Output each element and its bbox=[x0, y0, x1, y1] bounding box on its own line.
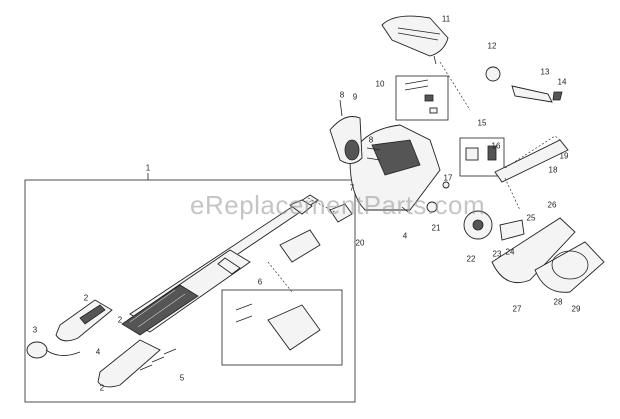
callout-14: 14 bbox=[557, 77, 567, 87]
handle-cover bbox=[97, 339, 161, 388]
motor-vents bbox=[371, 139, 421, 176]
callout-20: 20 bbox=[355, 238, 365, 248]
oil-tube bbox=[511, 85, 553, 103]
callout-19: 19 bbox=[559, 151, 569, 161]
watermark: eReplacementParts.com bbox=[190, 190, 486, 220]
callout-21: 21 bbox=[431, 223, 441, 233]
callout-22: 22 bbox=[466, 254, 476, 264]
callout-26: 26 bbox=[547, 200, 557, 210]
pole-end-cap bbox=[279, 229, 321, 263]
callout-27: 27 bbox=[512, 304, 522, 314]
inset-end-cap bbox=[267, 304, 321, 351]
callout-1: 1 bbox=[145, 163, 151, 173]
guide-bar bbox=[494, 139, 569, 183]
pole-collar bbox=[217, 257, 241, 275]
callout-8-motor: 8 bbox=[368, 135, 374, 145]
callout-9: 9 bbox=[352, 92, 358, 102]
callout-15: 15 bbox=[477, 118, 487, 128]
callout-11: 11 bbox=[441, 14, 451, 24]
callout-7: 7 bbox=[349, 183, 355, 193]
handle-trigger bbox=[79, 304, 106, 325]
pole-grip bbox=[121, 284, 199, 336]
callout-24: 24 bbox=[505, 247, 515, 257]
pole-assembly-frame bbox=[24, 179, 356, 403]
callout-17: 17 bbox=[443, 173, 453, 183]
callout-28: 28 bbox=[553, 297, 563, 307]
callout-13: 13 bbox=[540, 67, 550, 77]
callout-25: 25 bbox=[526, 213, 536, 223]
callout-3: 3 bbox=[32, 325, 38, 335]
callout-2: 2 bbox=[83, 293, 89, 303]
outer-cover bbox=[534, 241, 605, 293]
switch-parts-frame bbox=[395, 75, 449, 121]
callout-29: 29 bbox=[571, 304, 581, 314]
callout-2-pole: 2 bbox=[117, 315, 123, 325]
callout-6: 6 bbox=[257, 277, 263, 287]
sprocket-cover bbox=[491, 217, 576, 284]
oil-pump-frame bbox=[459, 137, 505, 177]
callout-12: 12 bbox=[487, 41, 497, 51]
callout-16: 16 bbox=[491, 141, 501, 151]
callout-18: 18 bbox=[548, 165, 558, 175]
pole-coupler bbox=[289, 199, 313, 215]
callout-8: 8 bbox=[339, 90, 345, 100]
callout-23: 23 bbox=[492, 249, 502, 259]
callout-4-motor: 4 bbox=[402, 231, 408, 241]
inset-frame bbox=[221, 289, 343, 366]
callout-4: 4 bbox=[95, 347, 101, 357]
callout-2-cover: 2 bbox=[99, 383, 105, 393]
cord-plug bbox=[26, 341, 48, 359]
callout-5: 5 bbox=[179, 373, 185, 383]
fitting bbox=[329, 203, 353, 223]
callout-10: 10 bbox=[375, 79, 385, 89]
oil-cap bbox=[485, 66, 501, 82]
handle-screws bbox=[139, 348, 177, 371]
